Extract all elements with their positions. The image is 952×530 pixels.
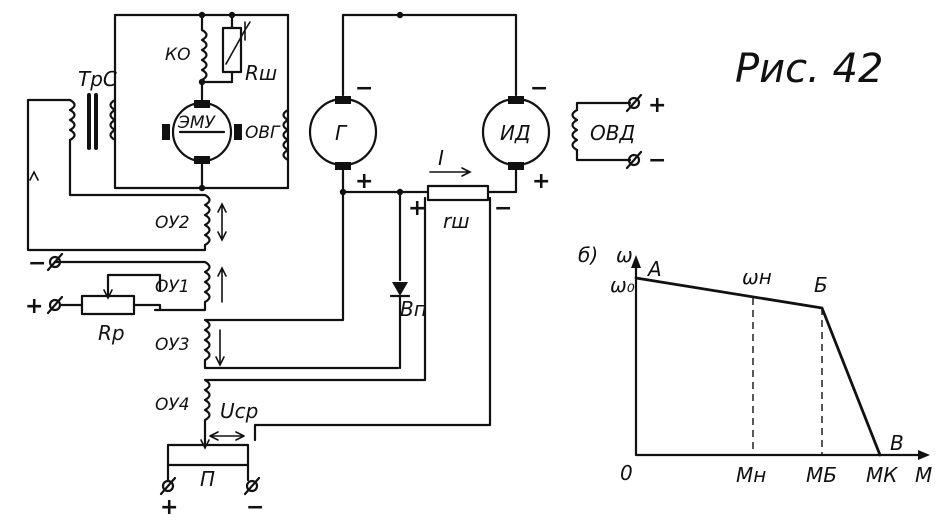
wire <box>26 98 197 252</box>
x-tick-mk: MК <box>866 463 898 487</box>
label-ovg: ОВГ <box>245 123 281 143</box>
sign-minus: − <box>246 495 264 520</box>
arrow <box>200 439 210 450</box>
sign-minus: − <box>648 148 666 173</box>
rsh-top-resistor <box>221 26 243 74</box>
sign-plus: + <box>355 169 373 194</box>
label-ucp: Uср <box>220 399 258 423</box>
graph-axes <box>634 260 927 457</box>
terminal <box>46 252 64 272</box>
terminal <box>625 93 643 113</box>
ko-coil <box>200 28 208 82</box>
rsh-low-shunt <box>426 184 490 202</box>
terminal <box>627 153 641 167</box>
characteristic-graph: б) ω ω₀ A ωн Б В 0 Mн MБ MК M <box>578 243 932 487</box>
ou3-coil <box>203 188 400 370</box>
label-trs: ТрС <box>78 67 117 91</box>
terminal <box>159 476 177 496</box>
omega-n-label: ωн <box>742 265 772 289</box>
trs-transformer <box>68 93 117 150</box>
ou2-coil <box>193 193 211 252</box>
sign-plus: + <box>532 169 550 194</box>
ovg-coil <box>282 108 290 162</box>
wire <box>486 168 518 194</box>
figure-label: Рис. 42 <box>735 46 883 92</box>
ou1-coil <box>153 260 211 312</box>
rheostat-arrow <box>225 21 251 65</box>
ou2-arrow <box>217 202 227 242</box>
emu-machine <box>162 100 242 164</box>
point-b: Б <box>814 273 828 297</box>
label-current: I <box>438 146 444 170</box>
sign-minus: − <box>355 76 373 101</box>
arrow <box>103 289 113 300</box>
label-ou3: ОУ3 <box>155 335 190 355</box>
generator <box>308 96 378 170</box>
current-arrow <box>429 167 472 177</box>
label-rp: Rр <box>98 321 125 345</box>
ou3-arrow <box>215 329 225 367</box>
label-motor: ИД <box>500 121 531 145</box>
p-potentiometer <box>166 443 250 467</box>
label-ou2: ОУ2 <box>155 213 190 233</box>
wire <box>575 101 632 162</box>
label-ou1: ОУ1 <box>155 277 190 297</box>
wire <box>166 463 250 482</box>
terminal <box>161 479 175 493</box>
y-tick-omega0: ω₀ <box>610 273 635 297</box>
terminal <box>46 295 64 315</box>
sign-plus: + <box>25 294 43 319</box>
ou4-coil <box>203 196 427 442</box>
label-rsh-low: rш <box>443 209 470 233</box>
arrow <box>29 170 39 181</box>
terminal <box>245 479 259 493</box>
characteristic-line <box>634 276 882 457</box>
terminal <box>627 96 641 110</box>
y-axis-label: ω <box>616 243 633 267</box>
vp-diode <box>389 282 411 298</box>
sign-plus: + <box>408 196 426 221</box>
sign-minus: − <box>494 196 512 221</box>
label-ko: КО <box>165 45 190 65</box>
sign-plus: + <box>160 495 178 520</box>
label-ou4: ОУ4 <box>155 395 190 415</box>
wire <box>68 138 197 197</box>
origin-label: 0 <box>620 461 633 485</box>
sign-minus: − <box>530 76 548 101</box>
wire <box>106 273 162 312</box>
x-tick-mb: MБ <box>806 463 837 487</box>
ovd-coil <box>571 108 579 152</box>
panel-label: б) <box>578 243 598 267</box>
terminal <box>625 150 643 170</box>
label-rsh-top: Rш <box>245 61 277 85</box>
point-v: В <box>890 431 904 455</box>
terminal <box>243 476 261 496</box>
label-gen: Г <box>335 121 348 145</box>
y-axis-arrow <box>631 255 641 268</box>
x-axis-arrow <box>918 450 930 460</box>
sign-plus: + <box>648 93 666 118</box>
label-vp: Вп <box>400 297 427 321</box>
wire <box>200 70 234 84</box>
sign-minus: − <box>28 251 46 276</box>
label-p: П <box>200 467 215 491</box>
label-emu: ЭМУ <box>177 113 217 133</box>
wire <box>253 196 492 442</box>
terminal <box>48 255 62 269</box>
ucp-arrow <box>209 431 245 441</box>
motor <box>481 96 551 170</box>
x-tick-mn: Mн <box>736 463 766 487</box>
ou1-arrow <box>217 266 227 303</box>
label-ovd: ОВД <box>590 121 635 145</box>
point-a: A <box>646 257 662 281</box>
x-axis-label: M <box>915 463 932 487</box>
